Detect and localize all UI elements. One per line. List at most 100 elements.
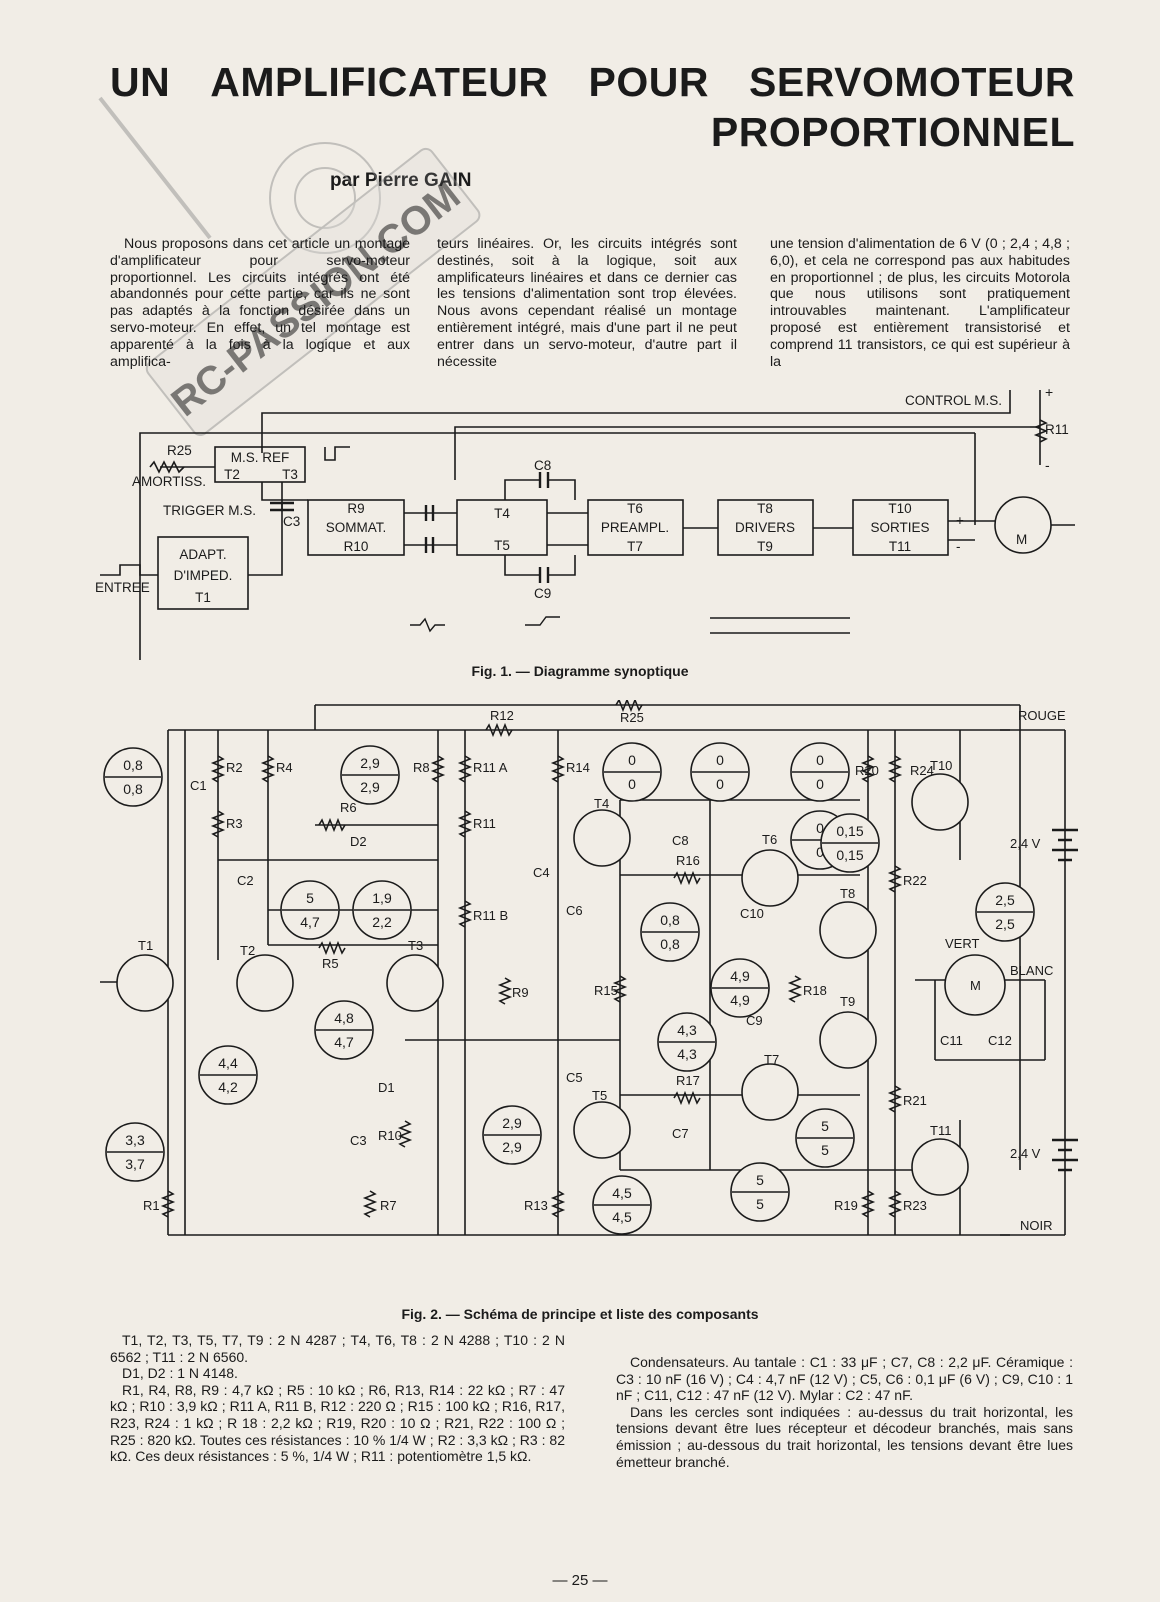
voltage-bottom: 4,2 xyxy=(218,1079,238,1095)
author: par Pierre GAIN xyxy=(330,170,472,191)
title-line-1: UN AMPLIFICATEUR POUR SERVOMOTEUR xyxy=(110,60,1075,104)
voltage-bottom: 2,9 xyxy=(502,1139,522,1155)
fig2-label-d1: D1 xyxy=(378,1080,395,1095)
fig1-out-minus: - xyxy=(956,539,961,554)
voltage-top: 2,9 xyxy=(502,1115,522,1131)
fig2-label-t5: T5 xyxy=(592,1088,607,1103)
fig1-trigger: TRIGGER M.S. xyxy=(163,503,256,518)
voltage-top: 4,9 xyxy=(730,968,750,984)
parts-resistors: R1, R4, R8, R9 : 4,7 kΩ ; R5 : 10 kΩ ; R… xyxy=(110,1381,565,1465)
voltage-bottom: 0,15 xyxy=(836,847,863,863)
fig1-out-plus: + xyxy=(956,513,964,528)
voltage-top: 4,8 xyxy=(334,1010,354,1026)
fig2-label-r8: R8 xyxy=(413,760,430,775)
fig2-label-t8: T8 xyxy=(840,886,855,901)
fig2-label-r18: R18 xyxy=(803,983,827,998)
fig2-label-r22: R22 xyxy=(903,873,927,888)
fig2-label-blanc: BLANC xyxy=(1010,963,1053,978)
voltage-circle: 2,52,5 xyxy=(975,882,1035,942)
voltage-top: 0 xyxy=(628,752,636,768)
block-drivers-2: DRIVERS xyxy=(735,520,795,535)
fig2-label-r20: R20 xyxy=(855,763,879,778)
fig2-label-r10: R10 xyxy=(378,1128,402,1143)
intro-column-3: une tension d'alimentation de 6 V (0 ; 2… xyxy=(770,236,1070,370)
block-adapt-3: T1 xyxy=(195,590,211,605)
title-line-2: PROPORTIONNEL xyxy=(710,109,1075,155)
block-t4: T4 xyxy=(494,506,510,521)
fig1-amortiss: AMORTISS. xyxy=(132,474,206,489)
voltage-circle: 1,9 2,2 xyxy=(352,880,412,940)
voltage-top: 2,9 xyxy=(360,755,380,771)
fig1-motor: M xyxy=(1016,532,1027,547)
fig2-label-t4: T4 xyxy=(594,796,609,811)
fig2-label-r16: R16 xyxy=(676,853,700,868)
voltage-top: 4,3 xyxy=(677,1022,697,1038)
parts-transistors: T1, T2, T3, T5, T7, T9 : 2 N 4287 ; T4, … xyxy=(110,1332,565,1365)
block-ms-ref-t2: T2 xyxy=(224,467,240,482)
intro-column-1: Nous proposons dans cet article un monta… xyxy=(110,236,410,370)
voltage-top: 0,15 xyxy=(836,823,863,839)
fig1-c3: C3 xyxy=(283,514,300,529)
fig2-label-r25: R25 xyxy=(620,710,644,725)
fig2-label-t9: T9 xyxy=(840,994,855,1009)
voltage-bottom: 3,7 xyxy=(125,1156,145,1172)
voltage-bottom: 4,3 xyxy=(677,1046,697,1062)
voltage-top: 0 xyxy=(816,752,824,768)
fig1-r11: R11 xyxy=(1045,422,1069,437)
fig2-label-c10: C10 xyxy=(740,906,764,921)
title-word: POUR xyxy=(588,59,710,105)
voltage-bottom: 4,7 xyxy=(334,1034,354,1050)
voltage-bottom: 0 xyxy=(816,844,824,860)
title-word: AMPLIFICATEUR xyxy=(210,59,549,105)
fig2-label-t7: T7 xyxy=(764,1052,779,1067)
fig2-label-r14: R14 xyxy=(566,760,590,775)
voltage-top: 5 xyxy=(306,890,314,906)
voltage-circle: 55 xyxy=(795,1108,855,1168)
voltage-bottom: 2,2 xyxy=(372,914,392,930)
voltage-circle: 4,54,5 xyxy=(592,1175,652,1235)
block-drivers-3: T9 xyxy=(757,539,773,554)
voltage-top: 5 xyxy=(756,1172,764,1188)
fig2-label-r13: R13 xyxy=(524,1198,548,1213)
voltage-top: 2,5 xyxy=(995,892,1015,908)
voltage-circle: 3,3 3,7 xyxy=(105,1122,165,1182)
fig2-label-r6: R6 xyxy=(340,800,357,815)
fig2-label-r15: R15 xyxy=(594,983,618,998)
block-sorties-1: T10 xyxy=(888,501,911,516)
voltage-top: 0 xyxy=(716,752,724,768)
parts-list-left: T1, T2, T3, T5, T7, T9 : 2 N 4287 ; T4, … xyxy=(110,1332,565,1465)
fig2-label-c12: C12 xyxy=(988,1033,1012,1048)
block-ms-ref: M.S. REF xyxy=(231,450,290,465)
voltage-bottom: 4,5 xyxy=(612,1209,632,1225)
fig1-entree: ENTREE xyxy=(95,580,150,595)
fig2-label-r3: R3 xyxy=(226,816,243,831)
voltage-bottom: 0 xyxy=(716,776,724,792)
voltage-circle: 00 xyxy=(602,742,662,802)
intro-column-2: teurs linéaires. Or, les circuits intégr… xyxy=(437,236,737,370)
voltage-circle: 54,7 xyxy=(280,880,340,940)
fig2-label-t3: T3 xyxy=(408,938,423,953)
fig1-plus: + xyxy=(1045,385,1053,400)
voltage-bottom: 5 xyxy=(756,1196,764,1212)
fig2-label-t2: T2 xyxy=(240,943,255,958)
fig2-label-t10: T10 xyxy=(930,758,952,773)
fig2-label-v24b: 2,4 V xyxy=(1010,1146,1041,1161)
fig1-block-diagram: CONTROL M.S. + R11 - R25 AMORTISS. TRIGG… xyxy=(95,385,1075,660)
fig2-caption: Fig. 2. — Schéma de principe et liste de… xyxy=(401,1306,759,1322)
title-word: UN xyxy=(110,59,171,105)
fig2-label-r4: R4 xyxy=(276,760,293,775)
fig2-label-t1: T1 xyxy=(138,938,153,953)
fig1-r25: R25 xyxy=(167,443,192,458)
fig2-label-t6: T6 xyxy=(762,832,777,847)
voltage-circle: 0,80,8 xyxy=(103,747,163,807)
block-sommat-3: R10 xyxy=(344,539,369,554)
parts-circle-note: Dans les cercles sont indiquées : au-des… xyxy=(616,1403,1073,1470)
voltage-circle: 0,15 0,15 xyxy=(820,813,880,873)
block-sommat-2: SOMMAT. xyxy=(326,520,387,535)
voltage-bottom: 4,9 xyxy=(730,992,750,1008)
voltage-top: 3,3 xyxy=(125,1132,145,1148)
fig2-label-c5: C5 xyxy=(566,1070,583,1085)
fig2-label-d2: D2 xyxy=(350,834,367,849)
voltage-bottom: 5 xyxy=(821,1142,829,1158)
voltage-top: 1,9 xyxy=(372,890,392,906)
